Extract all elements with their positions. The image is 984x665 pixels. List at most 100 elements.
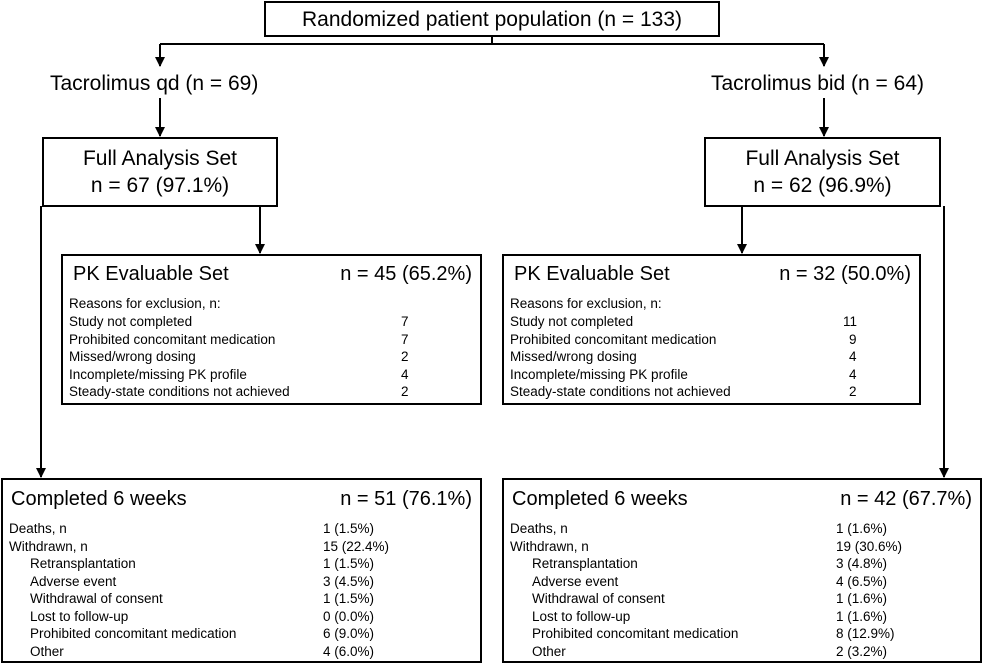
randomized-population-box: Randomized patient population (n = 133) xyxy=(264,1,720,37)
pk-qd-reason-row: Incomplete/missing PK profile 4 xyxy=(69,366,474,384)
completed-row-value: 8 (12.9%) xyxy=(836,626,895,641)
completed-row-label: Withdrawn, n xyxy=(9,538,88,554)
pk-bid-reason-row: Prohibited concomitant medication 9 xyxy=(510,331,913,349)
completed-row-value: 1 (1.6%) xyxy=(836,521,888,536)
completed-row-value: 3 (4.8%) xyxy=(836,556,888,571)
pk-bid-n: n = 32 (50.0%) xyxy=(779,263,911,285)
completed-row-label: Retransplantation xyxy=(532,556,638,571)
fas-qd-n: n = 67 (97.1%) xyxy=(90,174,230,197)
reason-value: 4 xyxy=(849,366,857,382)
completed-bid-row: Retransplantation 3 (4.8%) xyxy=(510,555,974,573)
fas-box-bid: Full Analysis Set n = 62 (96.9%) xyxy=(704,137,941,207)
completed-row-label: Retransplantation xyxy=(30,556,136,571)
completed-row-label: Deaths, n xyxy=(510,521,568,536)
completed-row-value: 1 (1.6%) xyxy=(836,591,888,606)
fas-box-qd: Full Analysis Set n = 67 (97.1%) xyxy=(42,137,278,207)
reason-label: Prohibited concomitant medication xyxy=(69,331,276,347)
completed-row-value: 1 (1.5%) xyxy=(323,591,375,606)
completed-bid-row: Withdrawal of consent 1 (1.6%) xyxy=(510,590,974,608)
completed-row-value: 6 (9.0%) xyxy=(323,626,375,641)
pk-qd-reasons-header: Reasons for exclusion, n: xyxy=(69,296,221,311)
completed-qd-row: Withdrawal of consent 1 (1.5%) xyxy=(9,590,474,608)
completed-row-value: 4 (6.0%) xyxy=(323,643,375,659)
randomized-population-label: Randomized patient population (n = 133) xyxy=(301,7,682,31)
completed-row-label: Prohibited concomitant medication xyxy=(30,626,237,641)
completed-row-label: Other xyxy=(30,643,64,659)
reason-label: Prohibited concomitant medication xyxy=(510,331,717,347)
completed-qd-row: Adverse event 3 (4.5%) xyxy=(9,573,474,591)
completed-bid-n: n = 42 (67.7%) xyxy=(840,488,972,510)
completed-row-value: 15 (22.4%) xyxy=(323,538,390,554)
completed-qd-row: Other 4 (6.0%) xyxy=(9,643,474,661)
pk-qd-reason-row: Steady-state conditions not achieved 2 xyxy=(69,383,474,401)
pk-qd-title: PK Evaluable Set xyxy=(73,263,229,285)
completed-qd-row: Lost to follow-up 0 (0.0%) xyxy=(9,608,474,626)
reason-label: Steady-state conditions not achieved xyxy=(510,384,731,399)
completed-row-label: Adverse event xyxy=(532,573,619,589)
reason-value: 2 xyxy=(401,349,409,364)
completed-row-value: 3 (4.5%) xyxy=(323,573,375,589)
completed-bid-row: Lost to follow-up 1 (1.6%) xyxy=(510,608,974,626)
reason-value: 9 xyxy=(849,331,857,347)
pk-box-qd: PK Evaluable Set n = 45 (65.2%) Reasons … xyxy=(61,254,482,405)
completed-row-label: Other xyxy=(532,643,566,659)
completed-row-value: 0 (0.0%) xyxy=(323,608,375,624)
completed-qd-row: Deaths, n 1 (1.5%) xyxy=(9,520,474,538)
arm-bid-label: Tacrolimus bid (n = 64) xyxy=(711,72,925,95)
completed-qd-title: Completed 6 weeks xyxy=(11,488,187,510)
reason-value: 2 xyxy=(849,384,857,399)
reason-value: 2 xyxy=(401,384,409,399)
completed-row-value: 1 (1.5%) xyxy=(323,556,375,571)
reason-value: 7 xyxy=(401,331,409,347)
completed-row-label: Withdrawal of consent xyxy=(30,591,163,606)
completed-box-qd: Completed 6 weeks n = 51 (76.1%) Deaths,… xyxy=(1,478,482,663)
reason-label: Steady-state conditions not achieved xyxy=(69,384,290,399)
completed-row-value: 2 (3.2%) xyxy=(836,643,888,659)
pk-qd-reason-row: Missed/wrong dosing 2 xyxy=(69,348,474,366)
reason-label: Study not completed xyxy=(510,314,634,329)
completed-bid-row: Withdrawn, n 19 (30.6%) xyxy=(510,538,974,556)
reason-label: Incomplete/missing PK profile xyxy=(510,366,688,382)
completed-bid-title: Completed 6 weeks xyxy=(512,488,688,510)
pk-qd-reason-row: Prohibited concomitant medication 7 xyxy=(69,331,474,349)
completed-qd-row: Retransplantation 1 (1.5%) xyxy=(9,555,474,573)
completed-row-label: Withdrawal of consent xyxy=(532,591,665,606)
completed-row-label: Adverse event xyxy=(30,573,117,589)
completed-bid-row: Deaths, n 1 (1.6%) xyxy=(510,520,974,538)
completed-bid-row: Other 2 (3.2%) xyxy=(510,643,974,661)
completed-row-label: Lost to follow-up xyxy=(30,608,129,624)
reason-label: Missed/wrong dosing xyxy=(69,349,196,364)
completed-row-label: Withdrawn, n xyxy=(510,538,589,554)
reason-value: 7 xyxy=(401,314,409,329)
completed-row-value: 1 (1.6%) xyxy=(836,608,888,624)
completed-qd-row: Withdrawn, n 15 (22.4%) xyxy=(9,538,474,556)
fas-bid-title: Full Analysis Set xyxy=(745,147,900,170)
fas-bid-n: n = 62 (96.9%) xyxy=(753,174,892,197)
pk-bid-reasons-header: Reasons for exclusion, n: xyxy=(510,296,662,311)
pk-bid-reason-row: Incomplete/missing PK profile 4 xyxy=(510,366,913,384)
reason-value: 4 xyxy=(401,366,409,382)
completed-row-value: 19 (30.6%) xyxy=(836,538,903,554)
reason-label: Missed/wrong dosing xyxy=(510,349,637,364)
reason-value: 11 xyxy=(843,314,858,329)
completed-qd-row: Prohibited concomitant medication 6 (9.0… xyxy=(9,625,474,643)
pk-bid-reason-row: Study not completed 11 xyxy=(510,313,913,331)
completed-box-bid: Completed 6 weeks n = 42 (67.7%) Deaths,… xyxy=(502,478,982,663)
completed-qd-n: n = 51 (76.1%) xyxy=(340,488,472,510)
completed-row-label: Deaths, n xyxy=(9,521,67,536)
pk-bid-title: PK Evaluable Set xyxy=(514,263,670,285)
arm-qd-label: Tacrolimus qd (n = 69) xyxy=(50,72,259,95)
pk-bid-reason-row: Steady-state conditions not achieved 2 xyxy=(510,383,913,401)
completed-bid-row: Prohibited concomitant medication 8 (12.… xyxy=(510,625,974,643)
completed-row-value: 1 (1.5%) xyxy=(323,521,375,536)
completed-row-value: 4 (6.5%) xyxy=(836,573,888,589)
reason-value: 4 xyxy=(849,349,857,364)
fas-qd-title: Full Analysis Set xyxy=(82,147,238,170)
pk-bid-reason-row: Missed/wrong dosing 4 xyxy=(510,348,913,366)
completed-bid-row: Adverse event 4 (6.5%) xyxy=(510,573,974,591)
completed-row-label: Lost to follow-up xyxy=(532,608,631,624)
reason-label: Incomplete/missing PK profile xyxy=(69,366,247,382)
pk-qd-n: n = 45 (65.2%) xyxy=(340,263,472,285)
pk-qd-reason-row: Study not completed 7 xyxy=(69,313,474,331)
